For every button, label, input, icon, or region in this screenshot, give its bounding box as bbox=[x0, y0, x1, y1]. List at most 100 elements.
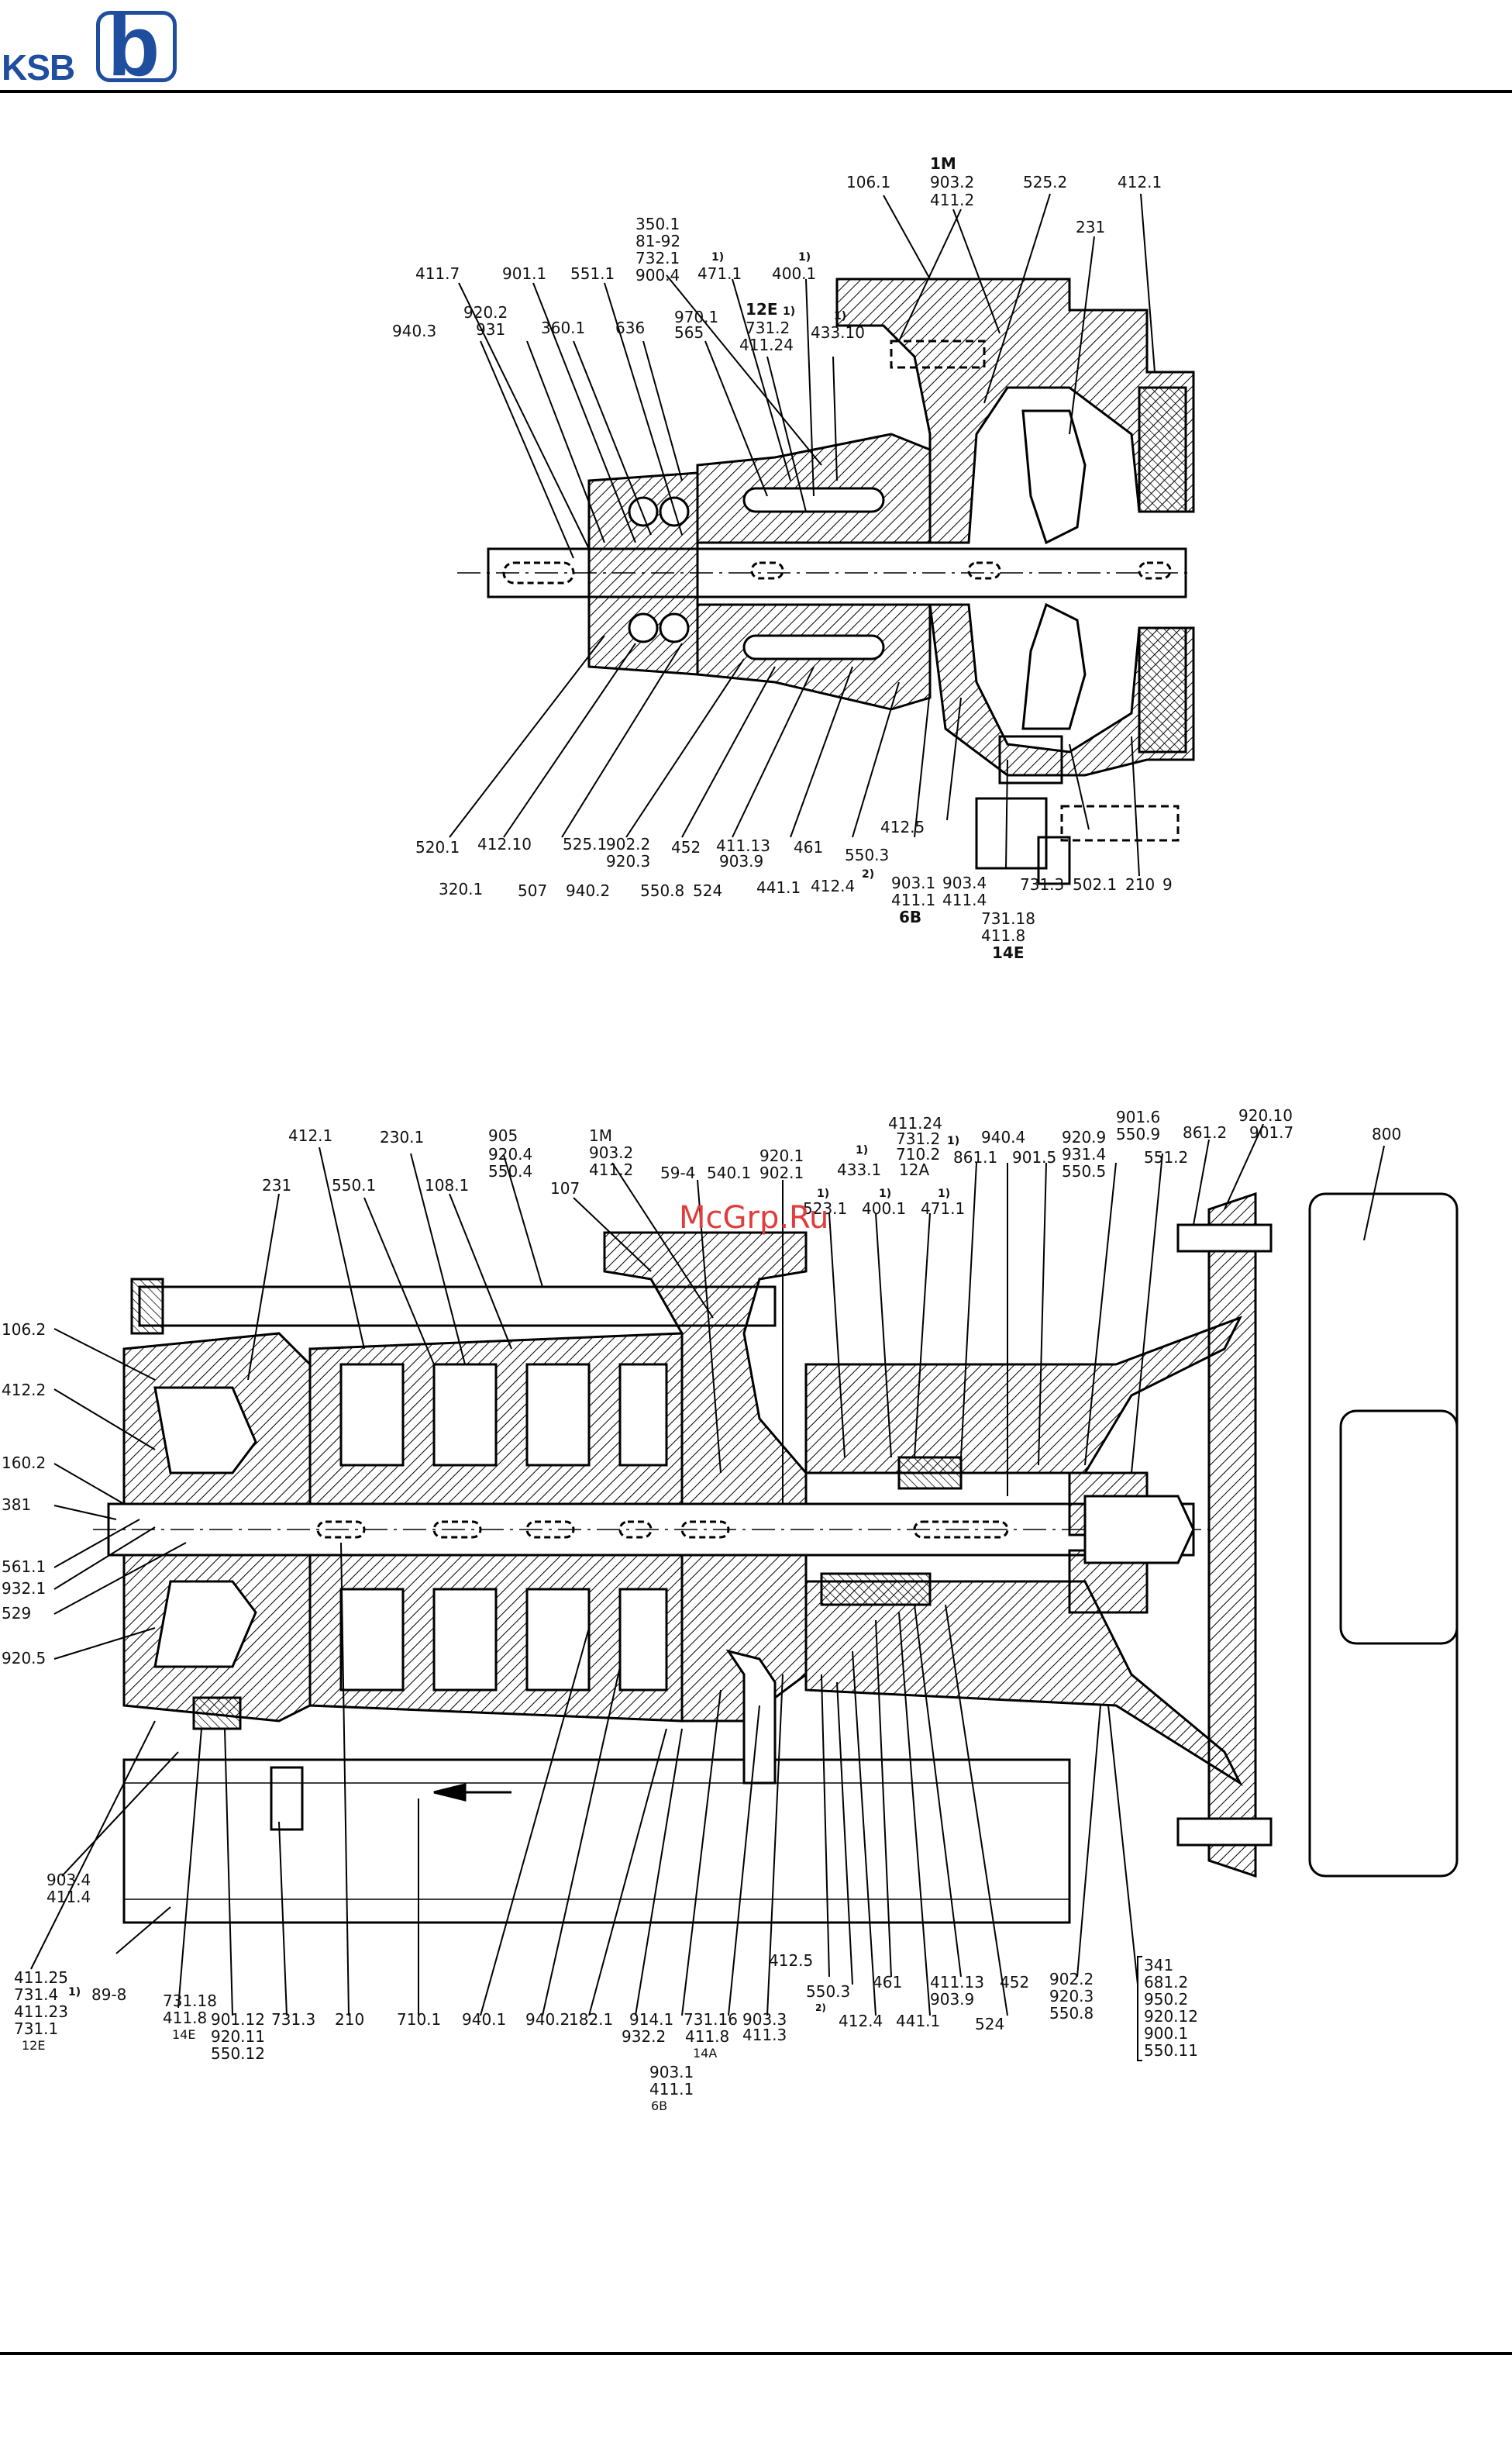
callout-b-903-9: 903.9 bbox=[930, 1990, 974, 2009]
note-1-d: 1) bbox=[834, 310, 846, 322]
callout-731-3: 731.3 bbox=[1020, 875, 1064, 894]
callout-550-3: 550.3 bbox=[845, 846, 889, 864]
stage-set-upper bbox=[308, 1332, 684, 1505]
callout-1m: 1M bbox=[930, 154, 956, 173]
callout-b-731-2: 731.2 bbox=[896, 1129, 940, 1148]
callout-471-1: 471.1 bbox=[697, 264, 742, 283]
callout-b-914-1: 914.1 bbox=[629, 2010, 673, 2029]
callout-360-1: 360.1 bbox=[541, 319, 585, 337]
callout-14e: 14E bbox=[992, 943, 1025, 962]
bottom-section-view bbox=[93, 1192, 1459, 1924]
callout-411-13: 411.13 bbox=[716, 836, 770, 855]
callout-b-14a: 14A bbox=[693, 2046, 717, 2061]
callout-731-2: 731.2 bbox=[746, 319, 790, 337]
callout-b-411-13: 411.13 bbox=[930, 1973, 984, 1992]
callout-b-411-23: 411.23 bbox=[14, 2002, 68, 2021]
callout-b-901-6: 901.6 bbox=[1116, 1108, 1160, 1126]
note-b-1-a: 1) bbox=[947, 1135, 959, 1147]
callout-b-550-9: 550.9 bbox=[1116, 1125, 1160, 1143]
callout-b-523-1: 523.1 bbox=[803, 1199, 847, 1218]
callout-525-2: 525.2 bbox=[1023, 173, 1067, 191]
logo-text: KSB bbox=[2, 47, 75, 88]
callout-b-411-8: 411.8 bbox=[163, 2009, 207, 2027]
callout-525-1: 525.1 bbox=[563, 835, 607, 854]
note-b-1-e: 1) bbox=[938, 1188, 950, 1200]
callout-b-441-1: 441.1 bbox=[896, 2012, 940, 2030]
callout-412-5: 412.5 bbox=[880, 818, 925, 836]
callout-b-160-2: 160.2 bbox=[2, 1454, 46, 1472]
top-leader-lines bbox=[449, 193, 1156, 877]
callout-520-1: 520.1 bbox=[415, 838, 460, 857]
callout-b-550-12: 550.12 bbox=[211, 2044, 265, 2063]
top-callout-labels: 106.1 1M 903.2 411.2 525.2 412.1 231 350… bbox=[392, 154, 1173, 962]
note-2-a: 2) bbox=[862, 868, 874, 881]
callout-400-1: 400.1 bbox=[772, 264, 816, 283]
callout-b-89-8: 89-8 bbox=[91, 1985, 126, 2004]
callout-970-1: 970.1 bbox=[674, 308, 718, 326]
callout-b-341: 341 bbox=[1144, 1956, 1173, 1974]
callout-732-1: 732.1 bbox=[635, 249, 680, 267]
callout-903-9: 903.9 bbox=[719, 852, 763, 871]
callout-b-411-2: 411.2 bbox=[589, 1160, 633, 1179]
logo-badge: b bbox=[96, 4, 177, 89]
callout-b-412-4: 412.4 bbox=[839, 2012, 883, 2030]
callout-b-940-2: 940.2 bbox=[525, 2010, 570, 2029]
callout-903-1: 903.1 bbox=[891, 874, 935, 892]
callout-b-731-16: 731.16 bbox=[684, 2010, 738, 2029]
callout-b-412-5: 412.5 bbox=[769, 1951, 813, 1970]
callout-b-540-1: 540.1 bbox=[707, 1164, 751, 1182]
callout-320-1: 320.1 bbox=[439, 880, 483, 898]
callout-411-2: 411.2 bbox=[930, 191, 974, 209]
callout-461: 461 bbox=[794, 838, 823, 857]
callout-b-14e: 14E bbox=[172, 2027, 195, 2042]
callout-b-920-11: 920.11 bbox=[211, 2027, 265, 2046]
callout-b-920-9: 920.9 bbox=[1062, 1128, 1106, 1147]
bottom-callout-labels: 411.24 731.2 1) 710.2 12A 940.4 920.9 93… bbox=[2, 1106, 1401, 2113]
callout-940-3: 940.3 bbox=[392, 322, 436, 340]
callout-b-920-3: 920.3 bbox=[1049, 1987, 1094, 2005]
note-b-1-b: 1) bbox=[856, 1144, 868, 1157]
callout-b-710-2: 710.2 bbox=[896, 1145, 940, 1164]
callout-411-24: 411.24 bbox=[739, 336, 794, 354]
callout-b-411-4: 411.4 bbox=[46, 1888, 91, 1906]
callout-b-561-1: 561.1 bbox=[2, 1557, 46, 1576]
callout-b-903-3: 903.3 bbox=[742, 2010, 787, 2029]
callout-b-920-1: 920.1 bbox=[759, 1147, 804, 1165]
callout-411-8: 411.8 bbox=[981, 926, 1025, 945]
footer-rule bbox=[0, 2352, 1512, 2355]
callout-b-731-1: 731.1 bbox=[14, 2019, 58, 2038]
callout-b-433-1: 433.1 bbox=[837, 1160, 881, 1179]
callout-b-107: 107 bbox=[550, 1179, 580, 1198]
callout-902-2: 902.2 bbox=[606, 835, 650, 854]
callout-b-412-2: 412.2 bbox=[2, 1381, 46, 1399]
callout-b-12a: 12A bbox=[899, 1160, 929, 1179]
callout-920-3: 920.3 bbox=[606, 852, 650, 871]
callout-b-400-1: 400.1 bbox=[862, 1199, 906, 1218]
note-1-c: 1) bbox=[783, 305, 795, 318]
callout-903-2: 903.2 bbox=[930, 173, 974, 191]
callout-b-940-4: 940.4 bbox=[981, 1128, 1025, 1147]
callout-900-4: 900.4 bbox=[635, 266, 680, 285]
callout-b-381: 381 bbox=[2, 1495, 31, 1514]
callout-452: 452 bbox=[671, 838, 701, 857]
callout-6b: 6B bbox=[899, 908, 921, 926]
callout-b-550-1: 550.1 bbox=[332, 1176, 376, 1195]
callout-b-931-4: 931.4 bbox=[1062, 1145, 1106, 1164]
callout-231: 231 bbox=[1076, 218, 1105, 236]
callout-901-1: 901.1 bbox=[502, 264, 546, 283]
ksb-logo: KSB b bbox=[0, 4, 186, 89]
callout-350-1: 350.1 bbox=[635, 215, 680, 233]
callout-b-901-12: 901.12 bbox=[211, 2010, 265, 2029]
callout-b-1m: 1M bbox=[589, 1126, 612, 1145]
callout-636: 636 bbox=[615, 319, 645, 337]
callout-731-18: 731.18 bbox=[981, 909, 1035, 928]
logo-mark: b bbox=[108, 0, 160, 94]
callout-412-4: 412.4 bbox=[811, 877, 855, 895]
note-1-b: 1) bbox=[798, 251, 811, 264]
callout-920-2: 920.2 bbox=[463, 303, 508, 322]
callout-b-950-2: 950.2 bbox=[1144, 1990, 1188, 2009]
callout-903-4: 903.4 bbox=[942, 874, 987, 892]
callout-b-903-2: 903.2 bbox=[589, 1143, 633, 1162]
callout-b-12e: 12E bbox=[22, 2038, 45, 2053]
callout-412-1: 412.1 bbox=[1118, 173, 1162, 191]
